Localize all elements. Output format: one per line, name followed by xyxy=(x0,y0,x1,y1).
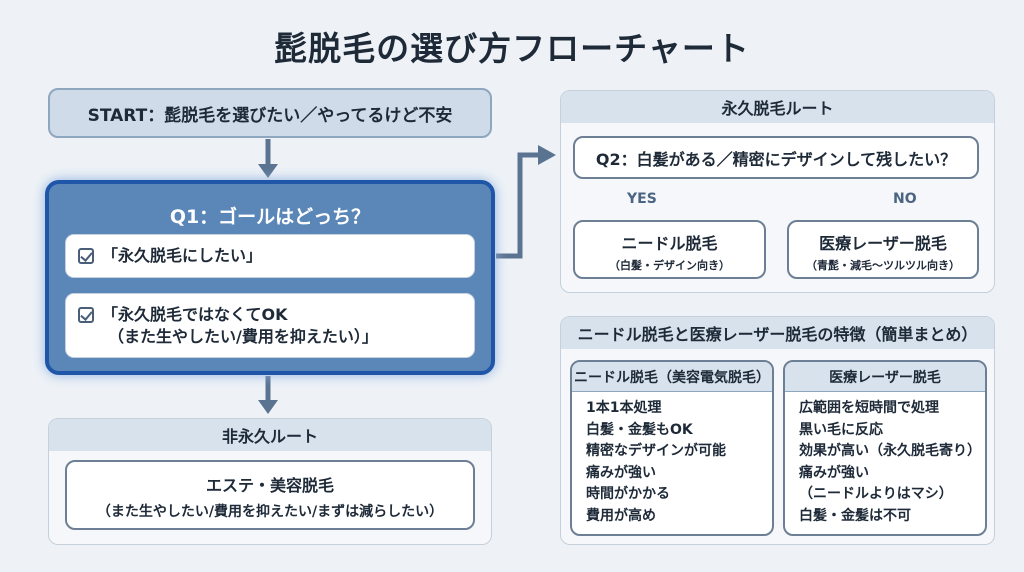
features-panel: ニードル脱毛と医療レーザー脱毛の特徴（簡単まとめ） ニードル脱毛（美容電気脱毛）… xyxy=(560,316,995,545)
feature-item: （ニードルよりはマシ） xyxy=(799,486,953,502)
permanent-panel: 永久脱毛ルート Q2：白髪がある／精密にデザインして残したい？ YES NO ニ… xyxy=(560,90,995,293)
result-title: ニードル脱毛 xyxy=(621,234,718,253)
feature-item: 白髪・金髪もOK xyxy=(586,421,693,438)
checkbox-icon xyxy=(78,307,94,323)
result-detail: （青髭・減毛〜ツルツル向き） xyxy=(806,259,960,272)
feature-item: 費用が高め xyxy=(586,507,656,524)
result-detail: （白髪・デザイン向き） xyxy=(609,259,730,272)
needle-features-card: ニードル脱毛（美容電気脱毛） 1本1本処理 白髪・金髪もOK 精密なデザインが可… xyxy=(570,360,774,536)
no-label: NO xyxy=(893,191,917,207)
feature-item: 広範囲を短時間で処理 xyxy=(799,400,939,416)
checkbox-icon xyxy=(78,248,94,264)
q1-question: Q1：ゴールはどっち？ xyxy=(169,206,371,228)
result-detail: （また生やしたい/費用を抑えたい/まずは減らしたい） xyxy=(96,504,444,520)
non-permanent-header: 非永久ルート xyxy=(49,419,491,451)
needle-result: ニードル脱毛 （白髪・デザイン向き） xyxy=(573,220,766,279)
option-line: 「永久脱毛ではなくてOK xyxy=(102,305,288,324)
arrow-q1-permanent xyxy=(496,152,540,259)
features-header: ニードル脱毛と医療レーザー脱毛の特徴（簡単まとめ） xyxy=(561,317,994,349)
feature-item: 効果が高い（永久脱毛寄り） xyxy=(799,443,981,459)
yes-label: YES xyxy=(627,191,657,207)
feature-list: 1本1本処理 白髪・金髪もOK 精密なデザインが可能 痛みが強い 時間がかかる … xyxy=(572,392,772,527)
q2-node: Q2：白髪がある／精密にデザインして残したい？ xyxy=(573,136,979,179)
feature-item: 白髪・金髪は不可 xyxy=(799,507,911,524)
result-title: 医療レーザー脱毛 xyxy=(819,234,947,253)
feature-item: 精密なデザインが可能 xyxy=(586,443,726,459)
esthetic-result: エステ・美容脱毛 （また生やしたい/費用を抑えたい/まずは減らしたい） xyxy=(65,460,475,530)
feature-item: 痛みが強い xyxy=(586,464,656,481)
feature-list: 広範囲を短時間で処理 黒い毛に反応 効果が高い（永久脱毛寄り） 痛みが強い （ニ… xyxy=(785,392,985,527)
feature-item: 痛みが強い xyxy=(799,464,869,481)
q1-option-nonpermanent[interactable]: 「永久脱毛ではなくてOK （また生やしたい/費用を抑えたい）」 xyxy=(65,293,475,358)
card-title: ニードル脱毛（美容電気脱毛） xyxy=(572,362,772,392)
q1-node: Q1：ゴールはどっち？ 「永久脱毛にしたい」 「永久脱毛ではなくてOK （また生や… xyxy=(45,180,495,375)
option-label: 「永久脱毛ではなくてOK （また生やしたい/費用を抑えたい）」 xyxy=(102,304,378,348)
feature-item: 1本1本処理 xyxy=(586,400,662,416)
card-title: 医療レーザー脱毛 xyxy=(785,362,985,392)
feature-item: 時間がかかる xyxy=(586,486,670,502)
option-label: 「永久脱毛にしたい」 xyxy=(102,246,263,265)
result-title: エステ・美容脱毛 xyxy=(205,476,334,495)
permanent-header: 永久脱毛ルート xyxy=(561,91,994,123)
laser-result: 医療レーザー脱毛 （青髭・減毛〜ツルツル向き） xyxy=(787,220,979,279)
non-permanent-panel: 非永久ルート エステ・美容脱毛 （また生やしたい/費用を抑えたい/まずは減らした… xyxy=(48,418,492,545)
start-node: START：髭脱毛を選びたい／やってるけど不安 xyxy=(48,88,492,138)
laser-features-card: 医療レーザー脱毛 広範囲を短時間で処理 黒い毛に反応 効果が高い（永久脱毛寄り）… xyxy=(783,360,987,536)
q1-option-permanent[interactable]: 「永久脱毛にしたい」 xyxy=(65,234,475,278)
page-title: 髭脱毛の選び方フローチャート xyxy=(274,29,750,68)
feature-item: 黒い毛に反応 xyxy=(799,421,883,438)
option-line: （また生やしたい/費用を抑えたい）」 xyxy=(108,327,378,346)
